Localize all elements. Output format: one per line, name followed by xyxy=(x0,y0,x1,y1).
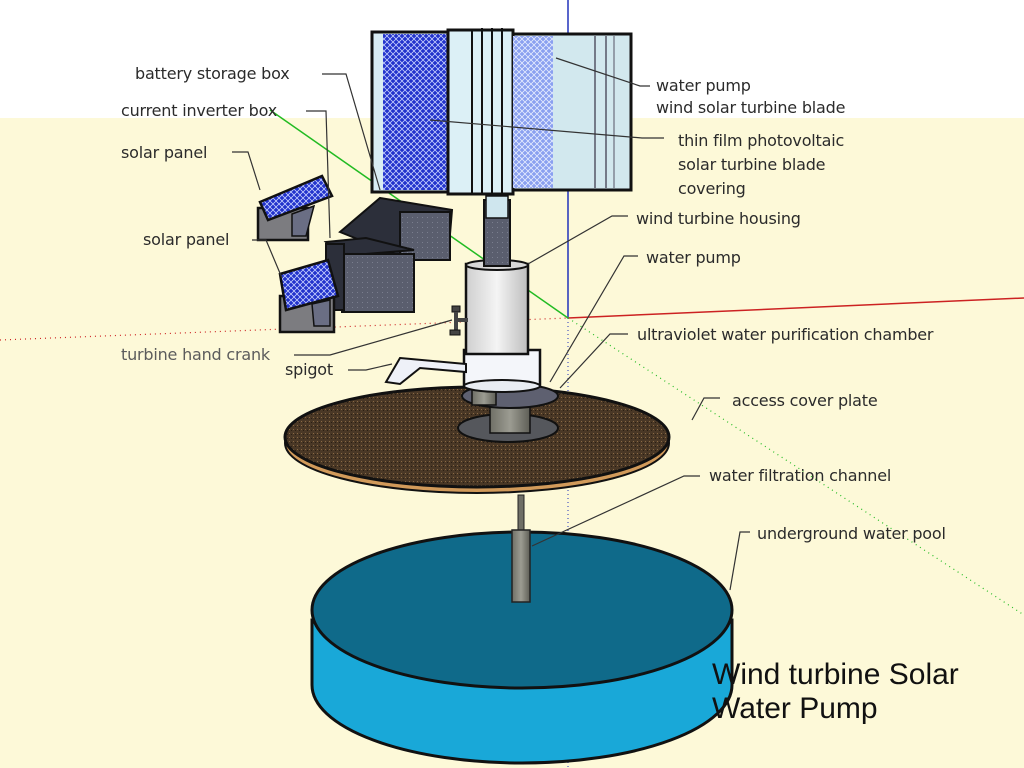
spigot[interactable] xyxy=(384,356,467,386)
green-axis-hidden xyxy=(567,317,1024,616)
leader-channel xyxy=(531,475,700,547)
diagram-title: Wind turbine Solar Water Pump xyxy=(712,658,959,726)
solar-panel-upper[interactable] xyxy=(256,174,334,242)
label-uv-chamber: ultraviolet water purification chamber xyxy=(637,325,934,344)
leader-pool xyxy=(729,531,750,591)
label-access-cover-plate: access cover plate xyxy=(732,391,878,410)
label-turbine-hand-crank: turbine hand crank xyxy=(121,345,270,364)
leader-inverter xyxy=(306,110,331,239)
label-thin-film-line3: covering xyxy=(678,179,746,198)
uv-purification-chamber[interactable] xyxy=(462,348,542,393)
label-thin-film-line2: solar turbine blade xyxy=(678,155,826,174)
leader-solar-upper xyxy=(232,151,261,191)
label-solar-panel-upper: solar panel xyxy=(121,143,208,162)
solar-panel-lower[interactable] xyxy=(278,258,340,334)
leader-solar-lower xyxy=(252,239,283,279)
wind-solar-turbine-blades[interactable] xyxy=(370,28,633,196)
leader-battery xyxy=(322,73,381,191)
leader-cover xyxy=(691,397,720,421)
label-thin-film-line1: thin film photovoltaic xyxy=(678,131,845,150)
turbine-hand-crank[interactable] xyxy=(449,305,468,336)
leader-spigot xyxy=(348,363,393,371)
water-filtration-channel[interactable] xyxy=(511,494,531,603)
leader-thin-film xyxy=(429,119,664,139)
label-water-pump-blade-line1: water pump xyxy=(656,76,751,95)
leader-housing xyxy=(527,215,628,265)
title-line-2: Water Pump xyxy=(712,692,878,725)
wind-turbine-housing[interactable] xyxy=(464,259,530,356)
label-water-filtration-channel: water filtration channel xyxy=(709,466,892,485)
red-axis xyxy=(567,297,1024,319)
leader-uv xyxy=(559,333,628,389)
leader-crank xyxy=(294,319,453,356)
label-water-pump: water pump xyxy=(646,248,741,267)
turbine-shaft xyxy=(483,195,511,267)
label-wind-turbine-housing: wind turbine housing xyxy=(636,209,801,228)
title-line-1: Wind turbine Solar xyxy=(712,658,959,691)
label-underground-water-pool: underground water pool xyxy=(757,524,946,543)
current-inverter-box[interactable] xyxy=(323,236,415,313)
leader-pump xyxy=(549,255,638,383)
label-water-pump-blade-line2: wind solar turbine blade xyxy=(656,98,846,117)
underground-water-pool[interactable] xyxy=(310,530,734,765)
label-battery-storage-box: battery storage box xyxy=(135,64,290,83)
leader-lines xyxy=(232,57,750,591)
label-current-inverter-box: current inverter box xyxy=(121,101,277,120)
leader-blade xyxy=(555,57,650,87)
label-spigot: spigot xyxy=(285,360,333,379)
label-solar-panel-lower: solar panel xyxy=(143,230,230,249)
